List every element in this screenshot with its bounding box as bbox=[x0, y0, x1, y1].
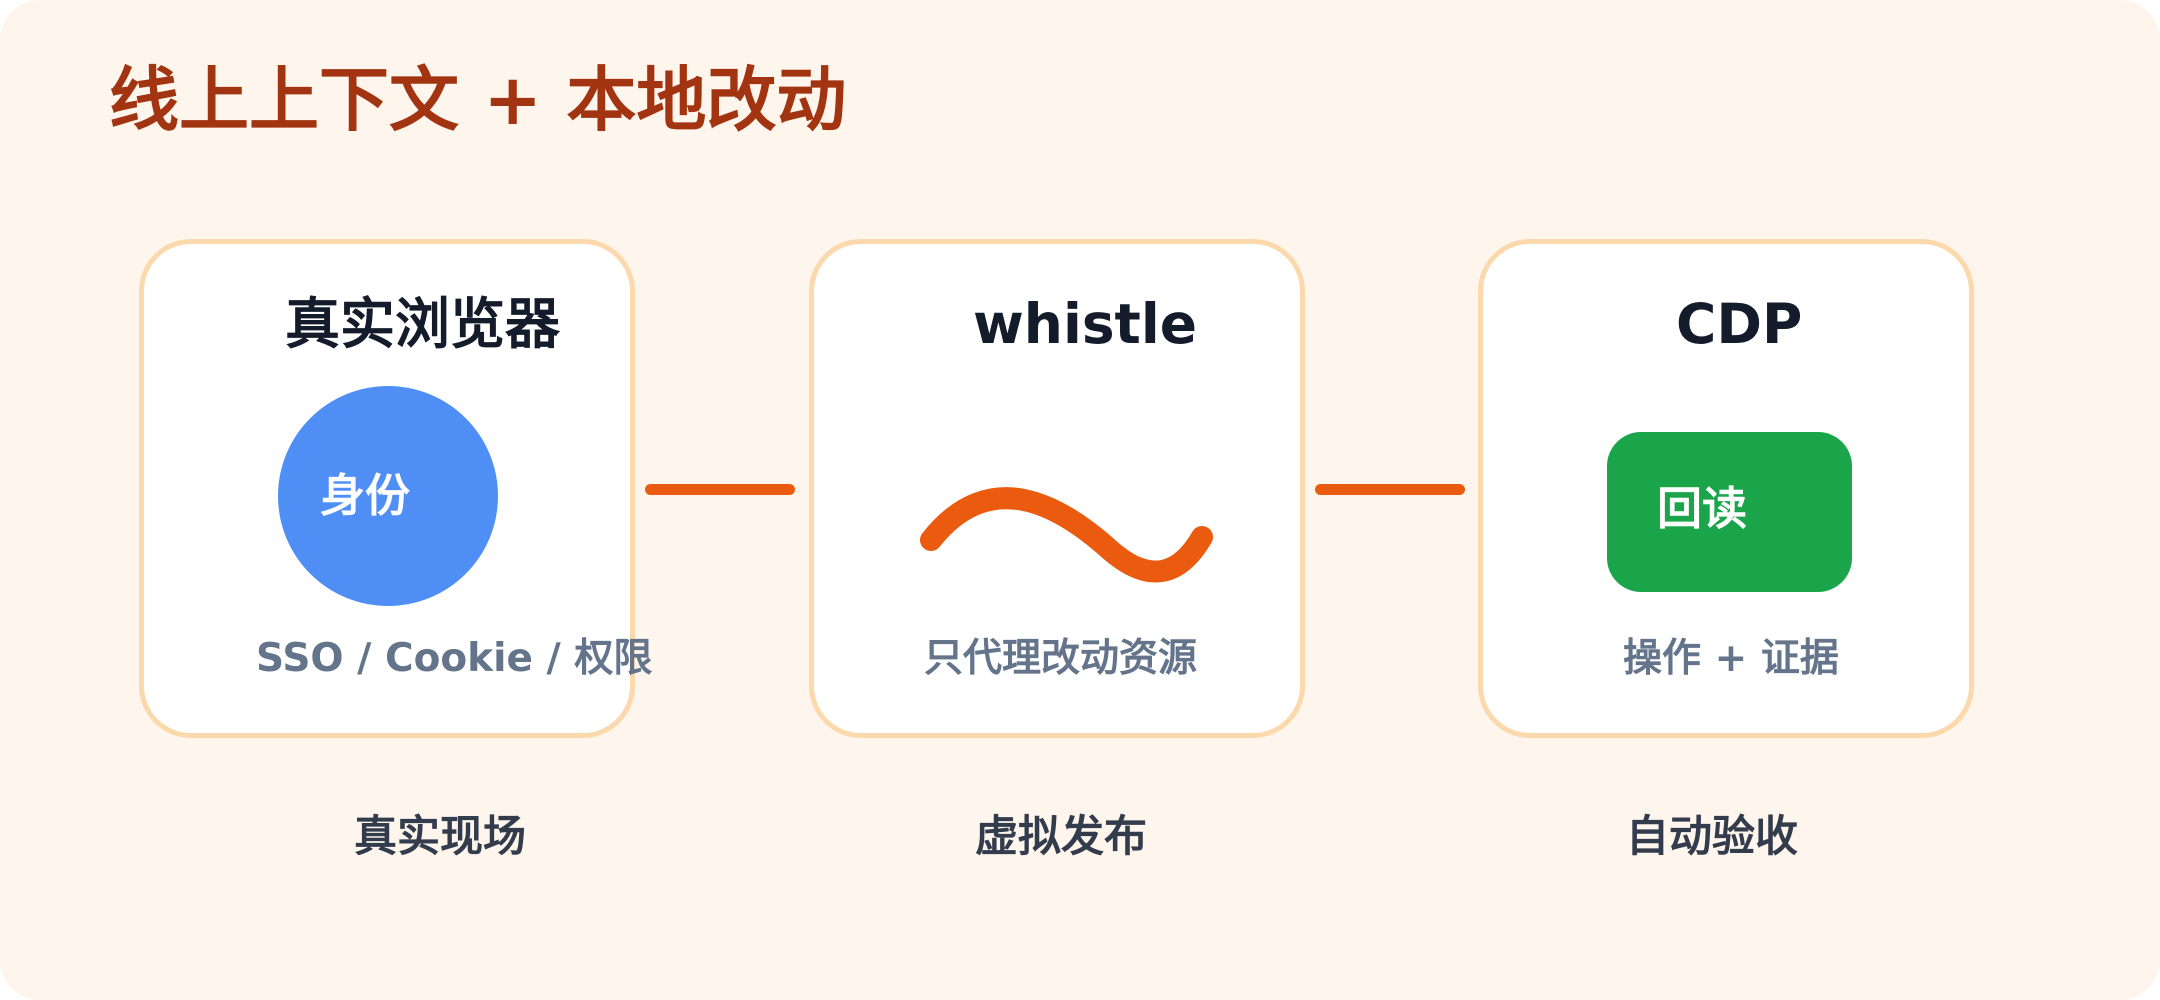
card-cdp-title: CDP bbox=[1676, 292, 1803, 356]
stage-label-virtual-release: 虚拟发布 bbox=[975, 812, 1147, 862]
card-cdp-subtitle: 操作 + 证据 bbox=[1623, 636, 1839, 681]
card-whistle-title: whistle bbox=[973, 292, 1198, 356]
readback-badge bbox=[1607, 432, 1852, 592]
readback-badge-label: 回读 bbox=[1657, 482, 1748, 535]
diagram-title: 线上上下文 + 本地改动 bbox=[109, 59, 847, 141]
stage-label-auto-acceptance: 自动验收 bbox=[1626, 812, 1798, 862]
stage-label-real-scene: 真实现场 bbox=[354, 812, 526, 862]
identity-badge bbox=[278, 386, 498, 606]
card-whistle-subtitle: 只代理改动资源 bbox=[924, 636, 1198, 681]
card-real-browser-title: 真实浏览器 bbox=[285, 292, 561, 356]
connector-browser-whistle bbox=[645, 484, 795, 495]
card-real-browser-subtitle: SSO / Cookie / 权限 bbox=[256, 636, 653, 681]
identity-badge-label: 身份 bbox=[320, 469, 411, 522]
connector-whistle-cdp bbox=[1315, 484, 1465, 495]
